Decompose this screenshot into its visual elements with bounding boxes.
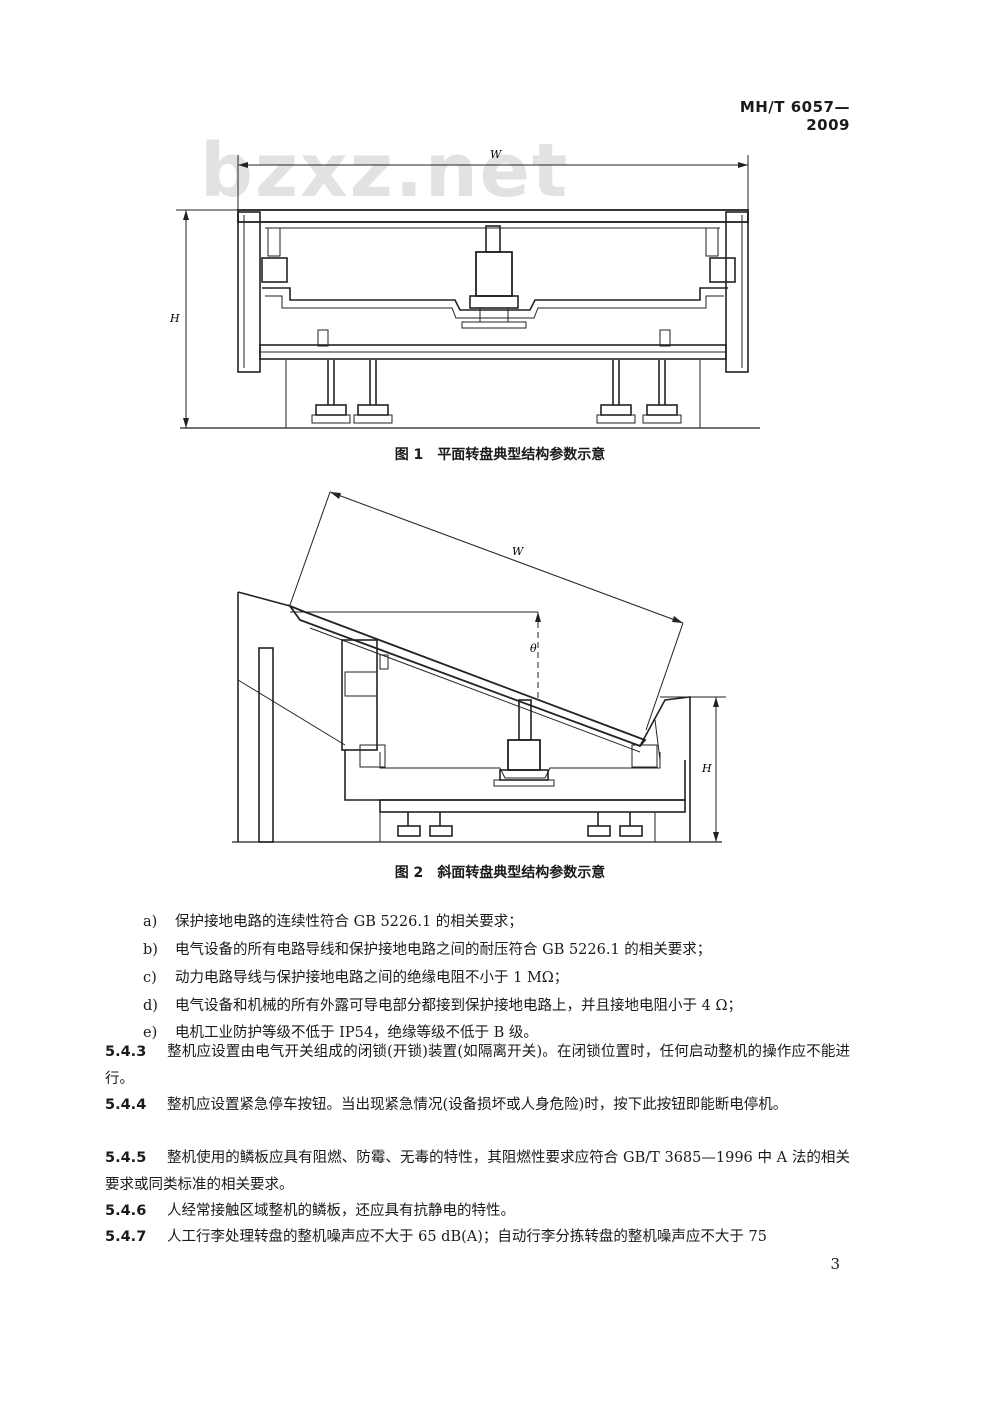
figure-1-title: 平面转盘典型结构参数示意 — [437, 447, 606, 463]
figure-2-title: 斜面转盘典型结构参数示意 — [437, 865, 606, 881]
list-item: e)电机工业防护等级不低于 IP54，绝缘等级不低于 B 级。 — [143, 1025, 538, 1041]
figure-1-width-label: W — [490, 148, 503, 161]
standard-code: MH/T 6057—2009 — [739, 98, 850, 134]
list-item: a)保护接地电路的连续性符合 GB 5226.1 的相关要求； — [143, 914, 523, 930]
list-item: b)电气设备的所有电路导线和保护接地电路之间的耐压符合 GB 5226.1 的相… — [143, 942, 712, 958]
figure-2-drawing: W θ H — [232, 491, 726, 843]
figure-2-angle-label: θ — [530, 642, 537, 655]
figure-1-drawing: W H — [169, 148, 760, 429]
figure-2-number: 图 2 — [394, 865, 424, 881]
figure-2-width-label: W — [512, 545, 525, 558]
watermark: bzxz.net — [200, 128, 570, 214]
figure-1-caption: 图 1 平面转盘典型结构参数示意 — [0, 444, 1000, 464]
figure-1-number: 图 1 — [394, 447, 424, 463]
figure-2-caption: 图 2 斜面转盘典型结构参数示意 — [0, 862, 1000, 882]
list-item: d)电气设备和机械的所有外露可导电部分都接到保护接地电路上，并且接地电阻小于 4… — [143, 998, 742, 1014]
page-number: 3 — [830, 1255, 840, 1273]
figure-2-height-label: H — [701, 762, 712, 775]
figure-1-height-label: H — [169, 312, 180, 325]
list-item: c)动力电路导线与保护接地电路之间的绝缘电阻不小于 1 MΩ； — [143, 970, 569, 986]
